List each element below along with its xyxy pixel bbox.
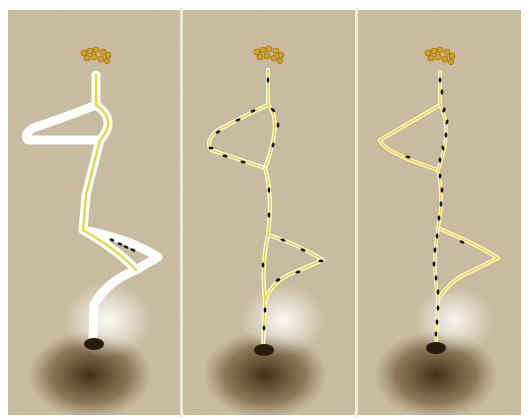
- panel-3: [358, 10, 521, 415]
- ant-icon: [433, 261, 436, 266]
- nest-hole-icon: [254, 344, 274, 356]
- ant-icon: [268, 187, 271, 192]
- ant-icon: [439, 77, 442, 82]
- ant-icon: [264, 307, 267, 312]
- ant-icon: [439, 173, 442, 178]
- ant-icon: [434, 247, 437, 252]
- panel-1-canvas: [8, 10, 180, 415]
- ant-icon: [439, 157, 442, 162]
- ant-icon: [436, 319, 439, 324]
- ant-icon: [318, 260, 323, 263]
- ant-icon: [438, 215, 441, 220]
- ant-icon: [436, 233, 439, 238]
- nest-hole-icon: [84, 338, 104, 350]
- ant-icon: [268, 212, 271, 217]
- ant-icon: [437, 305, 440, 310]
- ant-icon: [263, 325, 266, 330]
- ant-icon: [262, 262, 265, 267]
- panel-2: [183, 10, 355, 415]
- ant-icon: [277, 122, 280, 127]
- ant-icon: [267, 77, 270, 82]
- ant-icon: [435, 275, 438, 280]
- ant-icon: [435, 331, 438, 336]
- ant-icon: [440, 201, 443, 206]
- ant-icon: [441, 187, 444, 192]
- ant-icon: [208, 147, 213, 150]
- nest-glow: [241, 284, 325, 356]
- nest-hole-icon: [426, 342, 446, 354]
- ant-icon: [437, 289, 440, 294]
- ant-icon: [445, 132, 448, 137]
- panel-3-canvas: [358, 10, 521, 415]
- ant-icon: [441, 89, 444, 94]
- nest-glow: [64, 282, 152, 358]
- nest-glow: [414, 286, 494, 354]
- panel-2-canvas: [183, 10, 355, 415]
- panel-1: [8, 10, 180, 415]
